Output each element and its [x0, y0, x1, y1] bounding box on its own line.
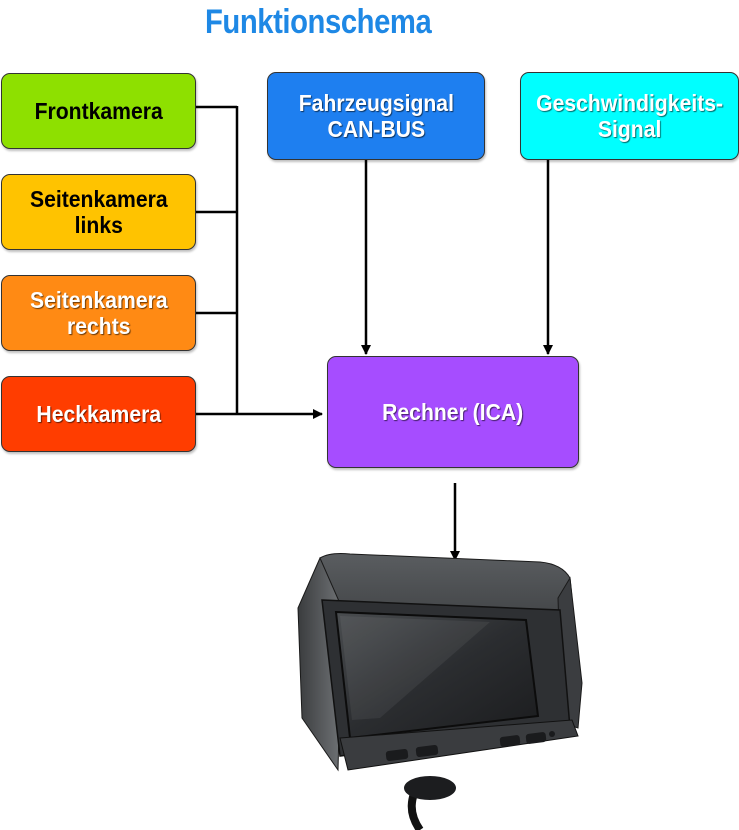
node-side-camera-left-label: Seitenkamera links — [29, 186, 168, 238]
node-speed-signal-label: Geschwindigkeits- Signal — [536, 90, 723, 142]
node-computer-label: Rechner (ICA) — [382, 399, 524, 425]
car-monitor-icon — [297, 553, 583, 830]
node-speed-signal: Geschwindigkeits- Signal — [520, 72, 739, 160]
node-vehicle-signal: Fahrzeugsignal CAN-BUS — [267, 72, 485, 160]
node-front-camera-label: Frontkamera — [34, 98, 163, 124]
node-computer: Rechner (ICA) — [327, 356, 579, 468]
node-rear-camera: Heckkamera — [1, 376, 196, 452]
diagram-title: Funktionschema — [205, 3, 432, 41]
node-side-camera-right-label: Seitenkamera rechts — [29, 287, 168, 339]
node-side-camera-left: Seitenkamera links — [1, 174, 196, 250]
node-side-camera-right: Seitenkamera rechts — [1, 275, 196, 351]
node-rear-camera-label: Heckkamera — [36, 401, 161, 427]
node-front-camera: Frontkamera — [1, 73, 196, 149]
node-vehicle-signal-label: Fahrzeugsignal CAN-BUS — [298, 90, 454, 142]
